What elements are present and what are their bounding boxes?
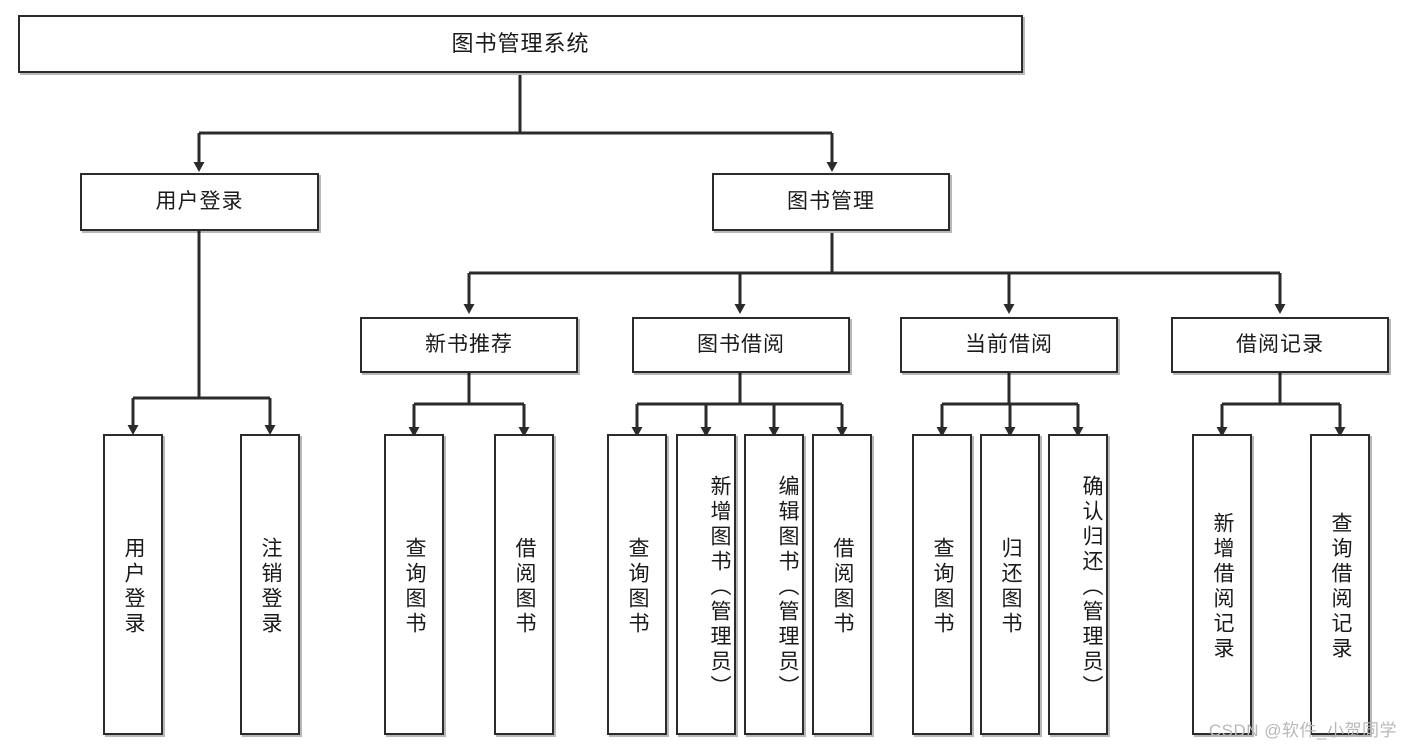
leaf-book-borrow-borrow-label: 借阅图书 bbox=[831, 536, 854, 637]
node-book-borrow[interactable]: 图书借阅 bbox=[632, 317, 850, 373]
watermark-text: CSDN @软件_小贺同学 bbox=[1208, 721, 1397, 740]
node-book-management[interactable]: 图书管理 bbox=[712, 173, 950, 231]
node-borrow-record-label: 借阅记录 bbox=[1236, 333, 1324, 357]
leaf-current-borrow-return-label: 归还图书 bbox=[999, 536, 1022, 637]
leaf-book-borrow-add-label: 新增图书（管理员） bbox=[708, 475, 731, 700]
leaf-user-login-signout-label: 注销登录 bbox=[259, 536, 282, 637]
leaf-new-book-query-label: 查询图书 bbox=[403, 536, 426, 637]
leaf-user-login-signout[interactable]: 注销登录 bbox=[240, 434, 300, 735]
node-user-login[interactable]: 用户登录 bbox=[80, 173, 319, 231]
leaf-book-borrow-query-label: 查询图书 bbox=[626, 536, 649, 637]
leaf-current-borrow-confirm[interactable]: 确认归还（管理员） bbox=[1048, 434, 1108, 735]
leaf-user-login-signin[interactable]: 用户登录 bbox=[103, 434, 163, 735]
node-root[interactable]: 图书管理系统 bbox=[18, 15, 1023, 73]
leaf-book-borrow-add[interactable]: 新增图书（管理员） bbox=[676, 434, 736, 735]
leaf-borrow-record-add-label: 新增借阅记录 bbox=[1211, 511, 1234, 662]
leaf-new-book-borrow-label: 借阅图书 bbox=[513, 536, 536, 637]
leaf-new-book-borrow[interactable]: 借阅图书 bbox=[494, 434, 554, 735]
leaf-book-borrow-edit[interactable]: 编辑图书（管理员） bbox=[744, 434, 804, 735]
leaf-current-borrow-query[interactable]: 查询图书 bbox=[912, 434, 972, 735]
node-book-borrow-label: 图书借阅 bbox=[697, 333, 785, 357]
leaf-new-book-query[interactable]: 查询图书 bbox=[384, 434, 444, 735]
leaf-current-borrow-return[interactable]: 归还图书 bbox=[980, 434, 1040, 735]
leaf-book-borrow-query[interactable]: 查询图书 bbox=[607, 434, 667, 735]
leaf-book-borrow-borrow[interactable]: 借阅图书 bbox=[812, 434, 872, 735]
leaf-borrow-record-add[interactable]: 新增借阅记录 bbox=[1192, 434, 1252, 735]
node-user-login-label: 用户登录 bbox=[155, 190, 244, 214]
node-new-book-recommend[interactable]: 新书推荐 bbox=[360, 317, 578, 373]
leaf-borrow-record-query-label: 查询借阅记录 bbox=[1329, 511, 1352, 662]
leaf-current-borrow-query-label: 查询图书 bbox=[931, 536, 954, 637]
node-borrow-record[interactable]: 借阅记录 bbox=[1171, 317, 1389, 373]
leaf-book-borrow-edit-label: 编辑图书（管理员） bbox=[776, 475, 799, 700]
node-current-borrow-label: 当前借阅 bbox=[965, 333, 1053, 357]
leaf-current-borrow-confirm-label: 确认归还（管理员） bbox=[1080, 475, 1103, 700]
leaf-borrow-record-query[interactable]: 查询借阅记录 bbox=[1310, 434, 1370, 735]
node-book-management-label: 图书管理 bbox=[787, 190, 875, 214]
node-current-borrow[interactable]: 当前借阅 bbox=[900, 317, 1118, 373]
node-root-label: 图书管理系统 bbox=[451, 30, 590, 56]
node-new-book-recommend-label: 新书推荐 bbox=[425, 333, 513, 357]
leaf-user-login-signin-label: 用户登录 bbox=[122, 536, 145, 637]
